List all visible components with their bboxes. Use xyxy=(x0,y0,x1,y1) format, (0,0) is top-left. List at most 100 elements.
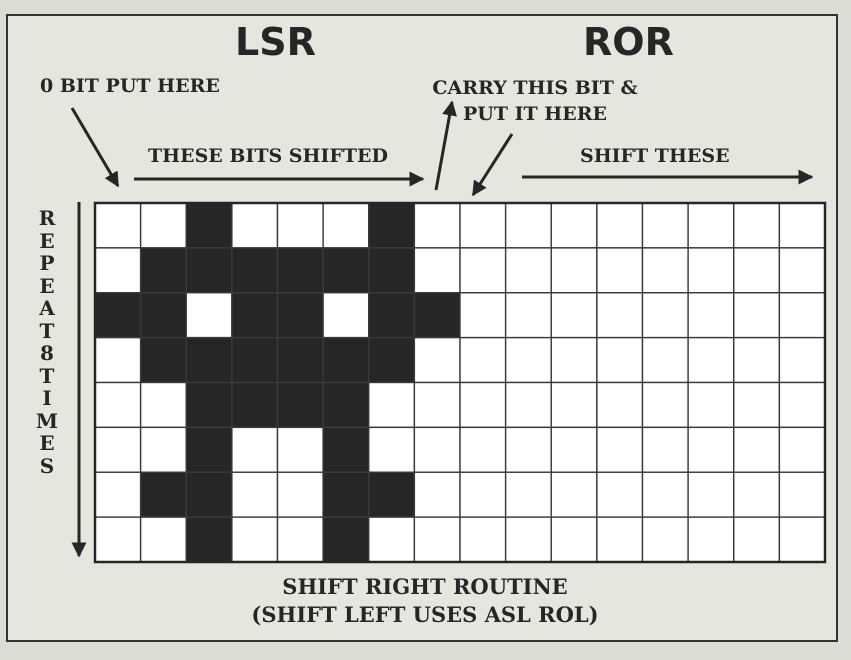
bit-cell-clear xyxy=(95,517,141,562)
bit-cell-clear xyxy=(779,472,825,517)
bit-cell-set xyxy=(141,338,187,383)
bit-cell-clear xyxy=(597,338,643,383)
bit-cell-clear xyxy=(278,203,324,248)
bit-cell-set xyxy=(232,293,278,338)
bit-cell-clear xyxy=(506,517,552,562)
bit-cell-clear xyxy=(141,427,187,472)
bit-cell-clear xyxy=(141,517,187,562)
bit-cell-clear xyxy=(551,338,597,383)
bit-cell-set xyxy=(323,338,369,383)
bit-cell-set xyxy=(369,472,415,517)
bit-cell-clear xyxy=(551,427,597,472)
bit-cell-clear xyxy=(551,472,597,517)
zero-bit-arrow xyxy=(72,108,118,186)
bit-cell-clear xyxy=(597,472,643,517)
bit-cell-set xyxy=(323,248,369,293)
bit-cell-clear xyxy=(643,338,689,383)
bit-cell-clear xyxy=(323,203,369,248)
bit-cell-clear xyxy=(734,203,780,248)
bit-cell-clear xyxy=(779,517,825,562)
bit-cell-set xyxy=(95,293,141,338)
bit-cell-clear xyxy=(551,293,597,338)
bit-cell-clear xyxy=(779,427,825,472)
bit-cell-clear xyxy=(95,338,141,383)
bit-cell-set xyxy=(414,293,460,338)
bit-cell-clear xyxy=(460,517,506,562)
bit-cell-set xyxy=(186,383,232,428)
bit-cell-set xyxy=(369,338,415,383)
bit-cell-clear xyxy=(734,427,780,472)
bit-cell-clear xyxy=(734,517,780,562)
bit-cell-clear xyxy=(734,293,780,338)
bit-cell-set xyxy=(278,338,324,383)
bit-cell-clear xyxy=(369,427,415,472)
bit-grid xyxy=(95,203,825,562)
bit-cell-clear xyxy=(506,338,552,383)
bit-cell-clear xyxy=(551,203,597,248)
bit-cell-set xyxy=(369,248,415,293)
bit-cell-set xyxy=(232,248,278,293)
bit-cell-clear xyxy=(506,248,552,293)
bit-cell-set xyxy=(278,293,324,338)
bit-cell-clear xyxy=(414,517,460,562)
bit-cell-clear xyxy=(186,293,232,338)
bit-cell-clear xyxy=(232,517,278,562)
bit-cell-clear xyxy=(597,517,643,562)
bit-cell-clear xyxy=(643,517,689,562)
bit-cell-clear xyxy=(643,293,689,338)
bit-cell-clear xyxy=(414,472,460,517)
bit-cell-clear xyxy=(688,383,734,428)
bit-cell-clear xyxy=(414,203,460,248)
bit-cell-clear xyxy=(232,427,278,472)
bit-cell-clear xyxy=(643,203,689,248)
bit-cell-clear xyxy=(688,472,734,517)
bit-cell-clear xyxy=(506,427,552,472)
bit-cell-clear xyxy=(141,383,187,428)
bit-cell-clear xyxy=(688,338,734,383)
bit-cell-clear xyxy=(643,383,689,428)
bit-cell-set xyxy=(323,472,369,517)
bit-cell-clear xyxy=(734,248,780,293)
bit-cell-clear xyxy=(460,338,506,383)
bit-cell-clear xyxy=(95,472,141,517)
bit-cell-clear xyxy=(551,383,597,428)
bit-cell-clear xyxy=(597,293,643,338)
bit-cell-clear xyxy=(414,427,460,472)
bit-cell-clear xyxy=(460,203,506,248)
bit-cell-set xyxy=(141,248,187,293)
bit-cell-clear xyxy=(460,248,506,293)
bit-cell-clear xyxy=(597,427,643,472)
bit-cell-clear xyxy=(688,203,734,248)
bit-cell-set xyxy=(186,248,232,293)
bit-cell-set xyxy=(141,293,187,338)
bit-cell-clear xyxy=(506,472,552,517)
bit-cell-set xyxy=(232,383,278,428)
bit-cell-clear xyxy=(95,427,141,472)
bit-cell-clear xyxy=(734,383,780,428)
bit-cell-clear xyxy=(597,248,643,293)
bit-cell-clear xyxy=(597,203,643,248)
bit-cell-set xyxy=(278,383,324,428)
bit-cell-clear xyxy=(506,383,552,428)
bit-cell-clear xyxy=(232,472,278,517)
bit-cell-set xyxy=(186,472,232,517)
bit-cell-set xyxy=(186,517,232,562)
bit-cell-clear xyxy=(506,293,552,338)
bit-cell-clear xyxy=(779,383,825,428)
bit-cell-clear xyxy=(779,248,825,293)
bit-cell-clear xyxy=(643,248,689,293)
bit-cell-set xyxy=(141,472,187,517)
bit-cell-clear xyxy=(460,383,506,428)
bit-cell-set xyxy=(186,203,232,248)
bit-cell-clear xyxy=(414,383,460,428)
bit-cell-clear xyxy=(460,427,506,472)
bit-cell-set xyxy=(323,517,369,562)
bit-cell-clear xyxy=(141,203,187,248)
bit-cell-set xyxy=(278,248,324,293)
bit-cell-clear xyxy=(779,203,825,248)
bit-cell-clear xyxy=(460,293,506,338)
bit-cell-clear xyxy=(551,248,597,293)
bit-cell-clear xyxy=(506,203,552,248)
bit-cell-clear xyxy=(643,427,689,472)
carry-up-arrow xyxy=(436,102,452,190)
